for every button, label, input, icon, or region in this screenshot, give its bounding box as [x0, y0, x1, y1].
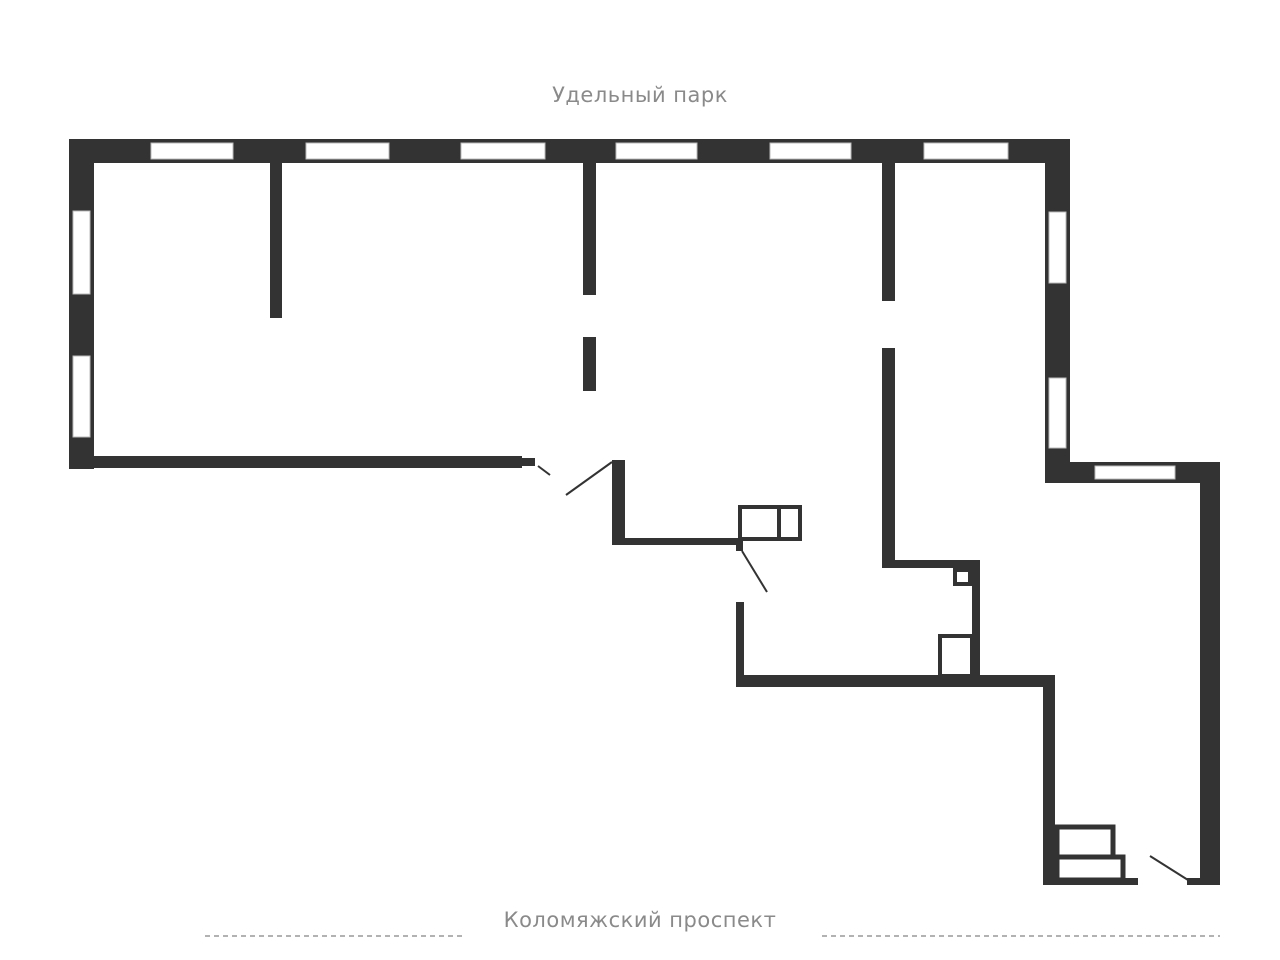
doors — [537, 461, 1189, 881]
door-swing — [741, 550, 768, 593]
window — [460, 142, 546, 160]
street-label-top: Удельный парк — [552, 83, 728, 107]
walls — [69, 139, 1220, 885]
window — [72, 210, 91, 295]
wall-lower-h — [736, 675, 1055, 687]
partition-3a — [882, 163, 895, 301]
partition-3b — [882, 348, 895, 568]
stairs-step-upper — [1054, 824, 1116, 860]
wall-left-room-bottom — [69, 456, 522, 468]
wall-mid-v — [972, 560, 980, 680]
small-box — [953, 568, 972, 586]
wall-corridor-v — [612, 460, 625, 545]
window — [1048, 377, 1067, 449]
wall-mid-h — [882, 560, 980, 568]
window — [1048, 211, 1067, 284]
door-swing — [565, 461, 613, 496]
wall-lower-v — [736, 602, 744, 687]
window — [769, 142, 852, 160]
wall-block — [736, 541, 743, 551]
wall-stub — [520, 458, 535, 466]
window — [305, 142, 390, 160]
partition-1 — [270, 163, 282, 318]
wall-top — [69, 139, 1069, 163]
stairs-step-lower — [1054, 854, 1126, 883]
street-label-bottom: Коломяжский проспект — [503, 908, 777, 932]
wall-annex-bottom — [1187, 878, 1220, 885]
door-swing — [537, 465, 551, 476]
partition-2a — [583, 163, 596, 295]
window — [923, 142, 1009, 160]
wall-corridor-h — [612, 538, 740, 545]
fixtures — [738, 505, 1126, 883]
door-swing — [1149, 855, 1189, 881]
window — [615, 142, 698, 160]
window — [1094, 465, 1176, 480]
windows — [72, 142, 1176, 480]
window — [72, 355, 91, 438]
cabinet — [738, 505, 802, 541]
wall-lower-right — [1043, 675, 1055, 885]
wall-annex-right — [1200, 462, 1220, 885]
partition-2b — [583, 337, 596, 391]
window — [150, 142, 234, 160]
shaft — [938, 634, 974, 678]
